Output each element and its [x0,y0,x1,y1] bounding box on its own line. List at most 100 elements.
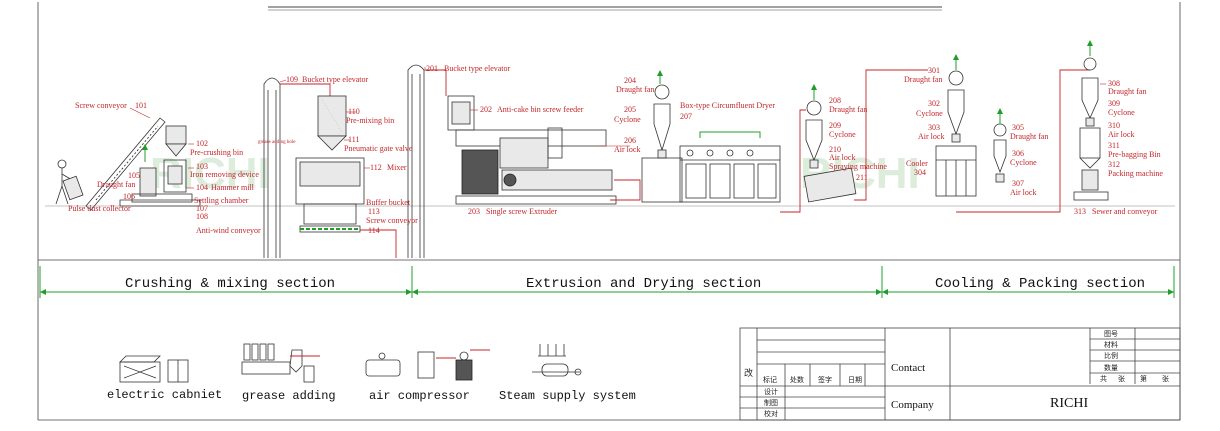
label-sewer-conveyor: Sewer and conveyor [1092,207,1158,216]
tb-qianzi: 签字 [818,375,832,384]
air-lock-210 [809,159,819,169]
bucket-elevator-109 [263,77,331,258]
number-111: 111 [348,135,359,144]
label-iron-removing: Iron removing device [190,170,259,179]
label-buffer-bucket: Buffer bucket [366,198,411,207]
tb-jiaodui: 校对 [764,409,778,418]
buffer-bucket [303,203,357,225]
label-cyclone-3: Cyclone [916,109,943,118]
number-309: 309 [1108,99,1120,108]
settling-chamber [131,193,193,203]
number-313: 313 [1074,207,1086,216]
draught-fan-301 [948,70,964,86]
label-cyclone-2: Cyclone [829,130,856,139]
number-301: 301 [928,66,940,75]
section-extrusion-drying: Extrusion and Drying section [526,276,761,292]
label-screw-conveyor-2: Screw conveyor [366,216,418,225]
spraying-machine [803,167,857,203]
tb-shuliang: 数量 [1104,363,1118,372]
label-anti-cake-bin: Anti-cake bin screw feeder [497,105,584,114]
label-electric-cabinet: electric cabniet [107,388,222,402]
sewer-conveyor [1073,191,1109,201]
label-draught-fan-6: Draught fan [1108,87,1146,96]
cyclone-209 [805,119,823,162]
air-compressor-icon [365,349,490,381]
tb-zhang2: 张 [1162,374,1169,383]
number-102: 102 [196,139,208,148]
number-211: 211 [856,173,868,182]
air-lock-303 [951,133,961,143]
crushing-equipment [55,117,201,211]
label-air-lock-5: Air lock [1108,130,1134,139]
label-anti-wind-conveyor: Anti-wind conveyor [196,226,261,235]
grease-adding-icon [241,343,320,383]
cyclone-302 [947,89,965,136]
label-grease-adding: grease adding [242,389,336,403]
label-bucket-elevator-2: Bucket type elevator [444,64,511,73]
cyclone-306 [993,139,1007,174]
label-cyclone: Cyclone [614,115,641,124]
tb-gong: 共 [1100,374,1107,383]
label-steam-supply: Steam supply system [499,389,636,403]
label-pre-bagging-bin: Pre-bagging Bin [1108,150,1161,159]
number-302: 302 [928,99,940,108]
pre-bagging-bin [1079,127,1101,159]
label-air-lock: Air lock [614,145,640,154]
pre-crushing-bin [165,125,187,145]
packing-machine [1081,169,1099,191]
cyclone-309 [1081,77,1099,119]
label-settling-chamber: Settling chamber [194,196,249,205]
number-307: 307 [1012,179,1024,188]
tb-sheji: 设计 [764,387,778,396]
leader-lines [129,67,1106,189]
tb-tuhao: 图号 [1104,330,1118,338]
number-112: 112 [370,163,382,172]
equipment-labels: Screw conveyor 101 102 Pre-crushing bin … [68,64,1163,235]
auxiliary-equipment: electric cabniet grease adding air compr… [107,343,636,403]
number-203: 203 [468,207,480,216]
mixing-equipment [295,95,397,258]
label-draught-fan: Draught fan [97,180,135,189]
tb-bili: 比例 [1104,351,1118,360]
number-310: 310 [1108,121,1120,130]
section-crushing-mixing: Crushing & mixing section [125,276,335,292]
single-screw-extruder [501,169,613,191]
title-block: 改 标记 处数 签字 日期 设计 制图 校对 Contact Company R… [739,327,1181,421]
pulse-dust-collector [139,167,157,197]
label-cyclone-4: Cyclone [1010,158,1037,167]
number-305: 305 [1012,123,1024,132]
tb-company-name: RICHI [1050,396,1088,411]
number-106: 106 [123,192,135,201]
label-packing-machine: Packing machine [1108,169,1163,178]
label-air-lock-4: Air lock [1010,188,1036,197]
label-hammer-mill: Hammer mill [211,183,255,192]
tb-zhang: 张 [1118,374,1125,383]
draught-fan-204 [654,84,670,100]
tb-biaoji: 标记 [763,375,777,384]
tb-company: Company [891,399,934,411]
label-screw-conveyor: Screw conveyor [75,101,127,110]
cyclone-205 [653,103,671,152]
label-grease-adding-hole: grease adding hole [258,140,296,145]
label-draught-fan-2: Draught fan [616,85,654,94]
label-draught-fan-3: Draught fan [829,105,867,114]
tb-cailiao: 材料 [1104,340,1118,349]
number-306: 306 [1012,149,1024,158]
section-cooling-packing: Cooling & Packing section [935,276,1145,292]
label-box-dryer: Box-type Circumfluent Dryer [680,101,775,110]
number-207: 207 [680,112,692,121]
number-304: 304 [914,168,926,177]
box-dryer-207 [641,131,781,203]
draught-fan-308 [1083,57,1097,71]
tb-riqi: 日期 [848,376,862,384]
number-109: 109 [286,75,298,84]
cyclone-group-204 [610,70,671,201]
section-dimensions: Crushing & mixing section Extrusion and … [39,266,1175,298]
hammer-mill [163,159,187,193]
worker-figure [57,159,67,169]
draught-fan-208 [806,100,822,116]
air-lock-206 [657,149,667,159]
label-spraying-machine: Spraying machine [829,162,887,171]
number-113: 113 [368,207,380,216]
